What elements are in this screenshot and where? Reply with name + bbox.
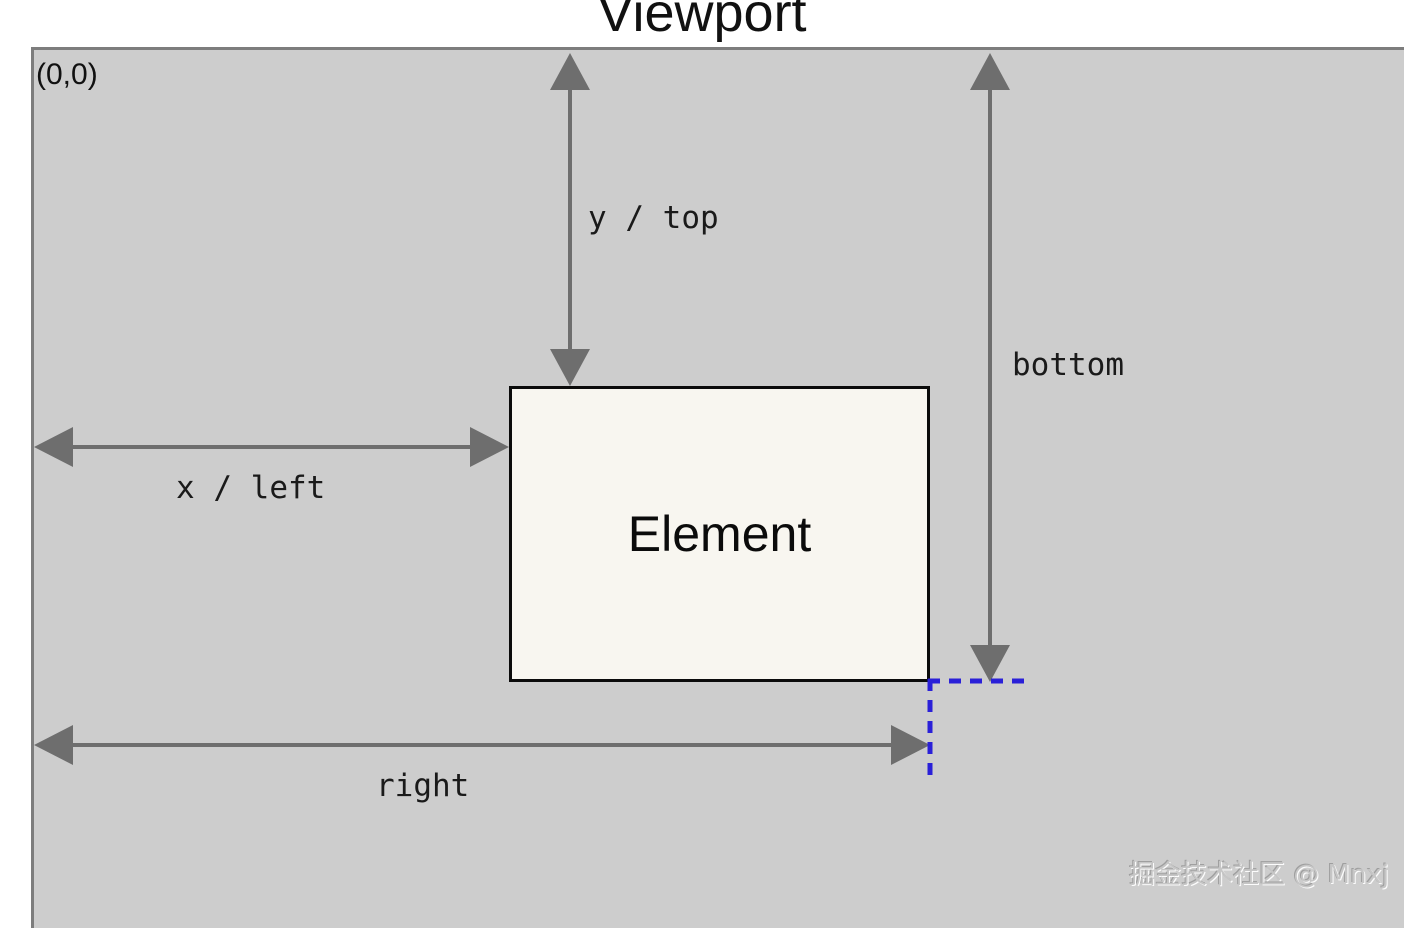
label-x-left: x / left (176, 470, 326, 506)
label-y-top: y / top (588, 200, 719, 236)
origin-coordinate-label: (0,0) (36, 58, 98, 91)
label-right: right (376, 768, 470, 804)
label-bottom: bottom (1012, 347, 1124, 383)
element-rectangle: Element (509, 386, 930, 682)
watermark: 掘金技术社区 @ Mnxj (1129, 860, 1390, 890)
element-label: Element (627, 506, 812, 562)
page-title: Viewport (597, 0, 807, 43)
